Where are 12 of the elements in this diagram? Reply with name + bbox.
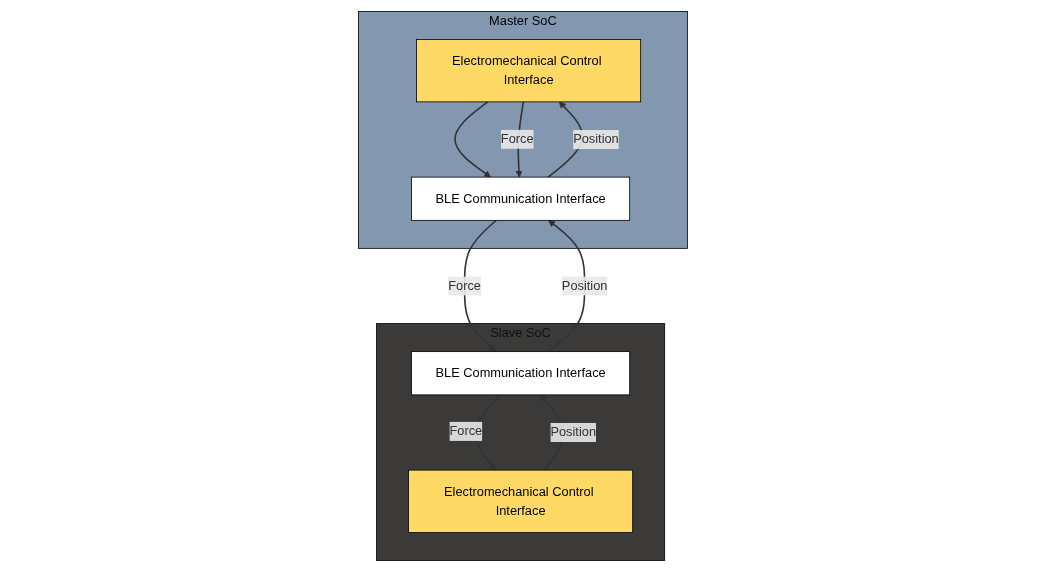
edge-label: Force: [449, 424, 482, 438]
node-box: BLE Communication Interface: [410, 176, 630, 221]
edge-label: Position: [561, 278, 608, 293]
node-box: Electromechanical Control Interface: [415, 39, 641, 103]
edge-label: Force: [447, 278, 481, 293]
edge-label: Force: [500, 132, 534, 146]
node-box: BLE Communication Interface: [410, 351, 630, 396]
node-box: Electromechanical Control Interface: [407, 469, 633, 533]
edge-label: Position: [550, 425, 596, 439]
edge-label: Position: [572, 132, 619, 146]
arrow: [453, 101, 491, 178]
arrow: [463, 219, 497, 352]
